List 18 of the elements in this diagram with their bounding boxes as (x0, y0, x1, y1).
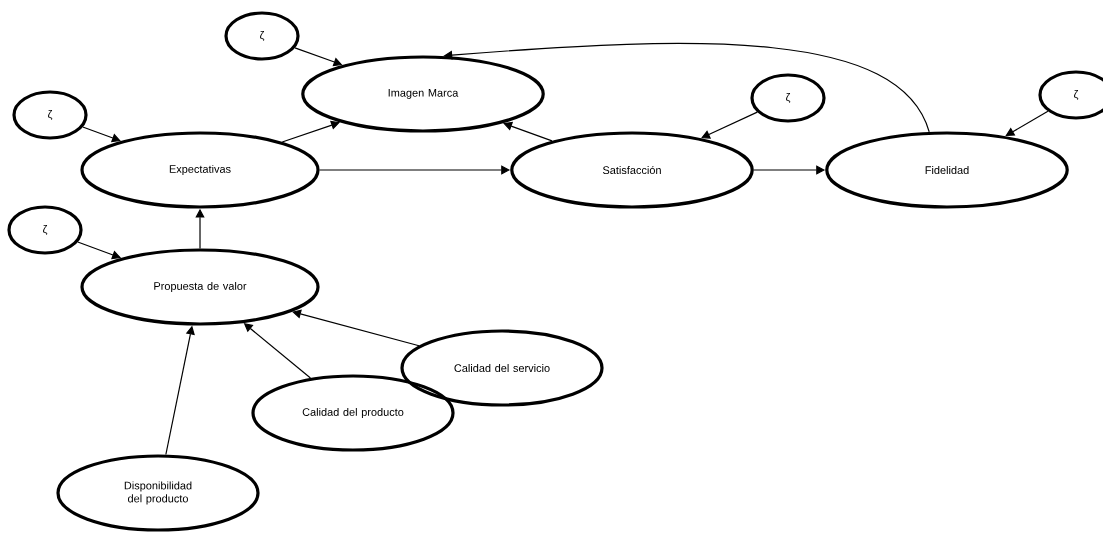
ellipse-node: Calidad del producto (251, 374, 455, 452)
ellipse-node: ζ (750, 73, 826, 123)
ellipse-node: ζ (12, 90, 88, 140)
ellipse-node: Satisfacción (510, 131, 754, 209)
ellipse-node: Propuesta de valor (80, 248, 320, 326)
ellipse-node: ζ (224, 11, 300, 61)
ellipse-node: Disponibilidad del producto (56, 454, 260, 532)
ellipse-node: ζ (7, 205, 83, 255)
ellipse-node: Expectativas (80, 131, 320, 209)
arrow (443, 42, 930, 133)
arrow (701, 111, 758, 139)
ellipse-node: Imagen Marca (301, 55, 545, 133)
arrow (292, 309, 420, 347)
ellipse-node: Fidelidad (825, 131, 1069, 209)
arrow (503, 121, 553, 142)
arrow (281, 120, 340, 143)
arrow (82, 126, 121, 143)
ellipse-node: Calidad del servicio (400, 329, 604, 407)
